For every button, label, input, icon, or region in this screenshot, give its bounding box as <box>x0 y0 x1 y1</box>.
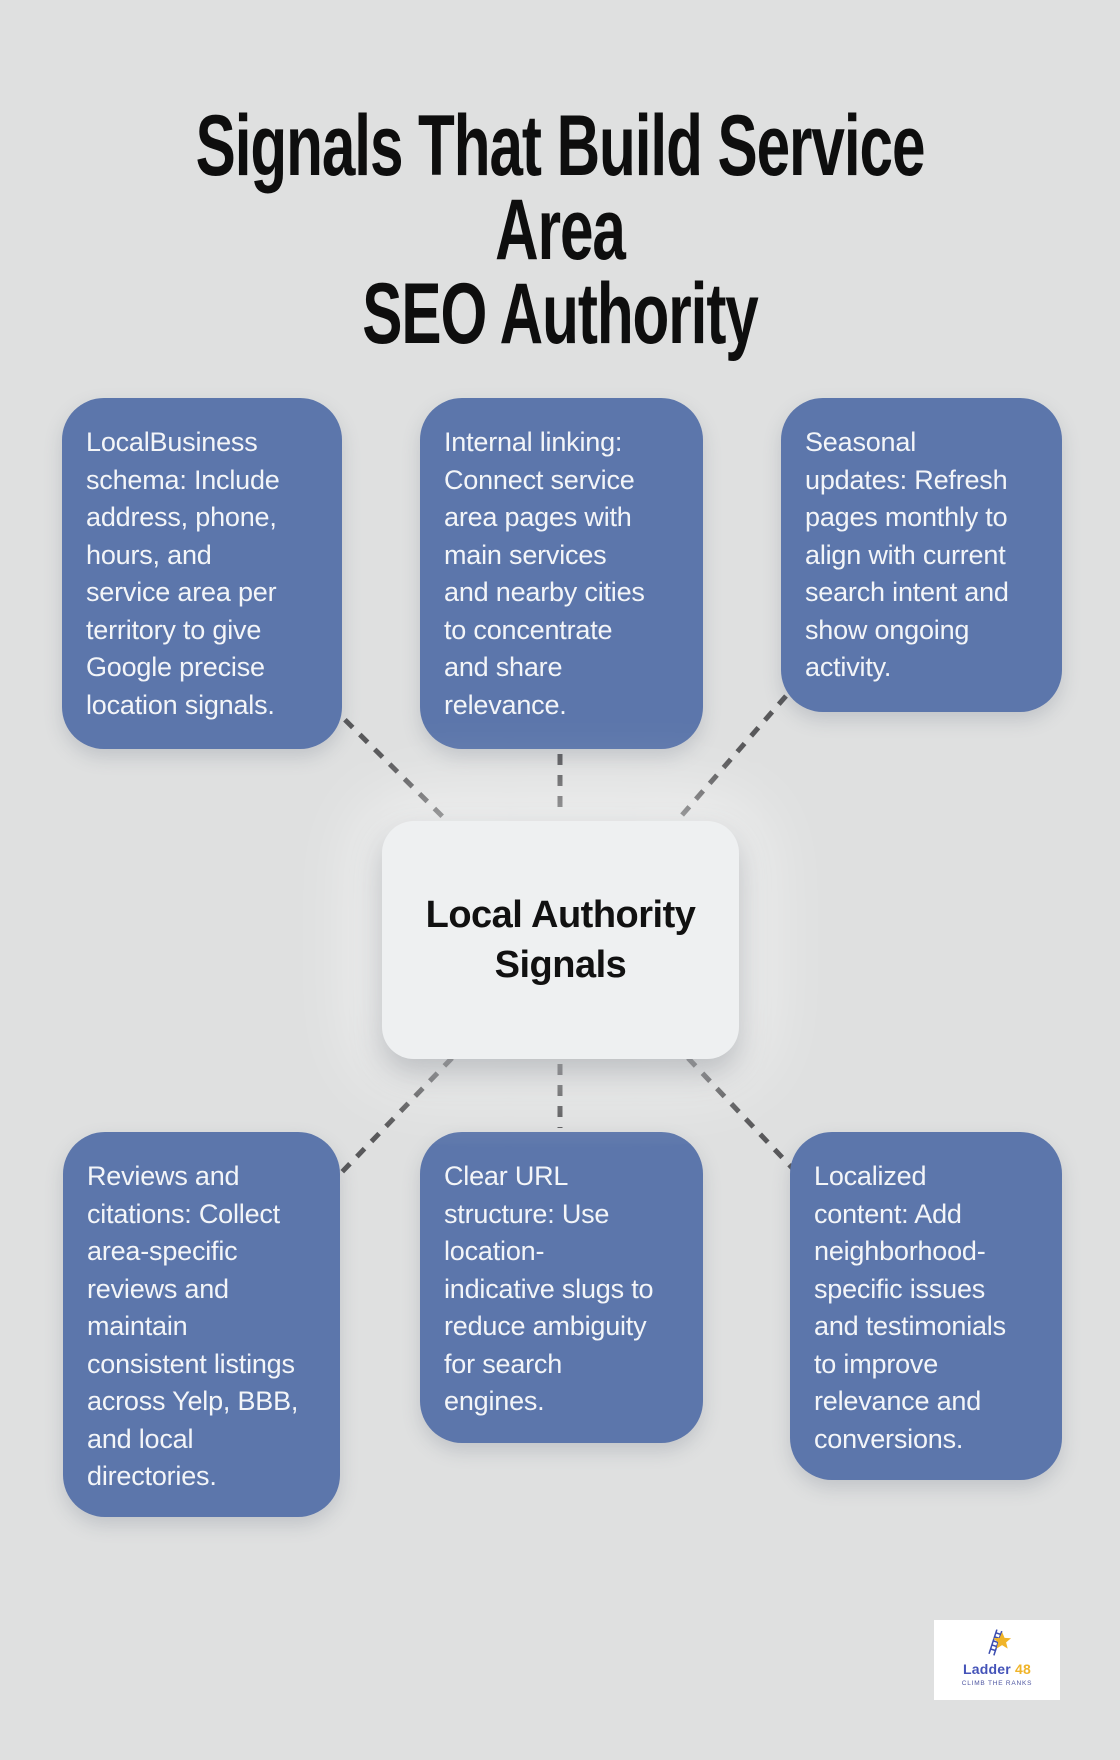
card-localbusiness-schema: LocalBusiness schema: Include address, p… <box>62 398 342 749</box>
logo-wordmark: Ladder 48 <box>963 1662 1031 1677</box>
center-node-local-authority-signals: Local Authority Signals <box>382 821 739 1059</box>
logo-brand-number: 48 <box>1015 1661 1031 1677</box>
brand-logo: Ladder 48 CLIMB THE RANKS <box>934 1620 1060 1700</box>
connector-bottom-left <box>340 1056 454 1174</box>
page-title: Signals That Build Service Area SEO Auth… <box>195 98 926 362</box>
card-clear-url-structure: Clear URL structure: Use location- indic… <box>420 1132 703 1443</box>
logo-tagline: CLIMB THE RANKS <box>961 1680 1033 1687</box>
connector-bottom-right <box>686 1056 798 1174</box>
card-internal-linking: Internal linking: Connect service area p… <box>420 398 703 749</box>
connector-top-left <box>328 703 450 824</box>
card-reviews-and-citations: Reviews and citations: Collect area-spec… <box>63 1132 340 1517</box>
card-seasonal-updates: Seasonal updates: Refresh pages monthly … <box>781 398 1062 712</box>
connector-top-right <box>674 694 788 824</box>
card-localized-content: Localized content: Add neighborhood- spe… <box>790 1132 1062 1480</box>
ladder-star-icon <box>988 1629 1012 1656</box>
logo-brand-text: Ladder <box>963 1661 1011 1677</box>
